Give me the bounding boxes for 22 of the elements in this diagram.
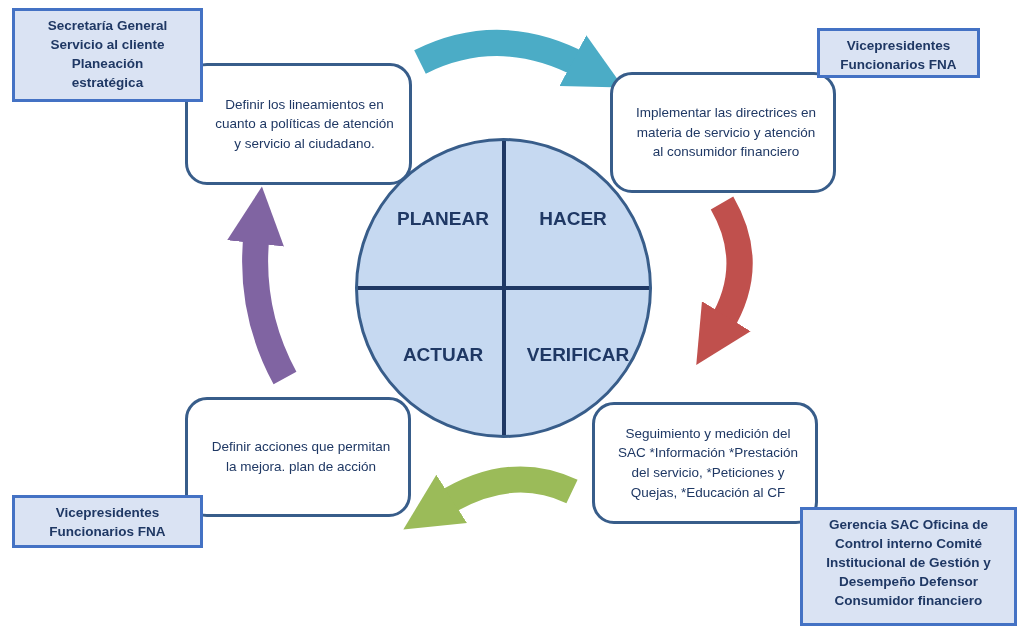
phase-label: PLANEAR [397,208,489,230]
role-box [12,8,203,102]
process-text: Implementar las directrices en materia de servicio y atención al consumidor financiero [634,104,818,162]
curved-arrow [227,186,297,384]
process-text: Definir los lineamientos en cuanto a políticas de atención y servicio al ciudadano. [214,95,395,153]
role-text: Secretaría General Servicio al cliente Planeación estratégica [46,17,169,92]
phase-label: VERIFICAR [526,344,630,366]
role-box [12,495,203,548]
process-box [592,402,818,524]
process-box [610,72,836,193]
role-text: Vicepresidentes Funcionarios FNA [839,37,958,74]
process-text: Seguimiento y medición del SAC *Información *Prestación del servicio, *Peticiones y Quejas, *Educación al CF [616,424,800,502]
process-text: Definir acciones que permitan la mejora. plan de acción [210,438,392,476]
process-box [185,63,412,185]
curved-arrow [402,466,578,529]
role-box [817,28,980,78]
role-box [800,507,1017,626]
role-text: Vicepresidentes Funcionarios FNA [48,504,167,541]
phase-label: ACTUAR [402,344,484,366]
process-box [185,397,411,517]
role-text: Gerencia SAC Oficina de Control interno Comité Institucional de Gestión y Desempeño Defensor Consumidor financiero [825,516,992,610]
phase-label: HACER [539,208,607,230]
